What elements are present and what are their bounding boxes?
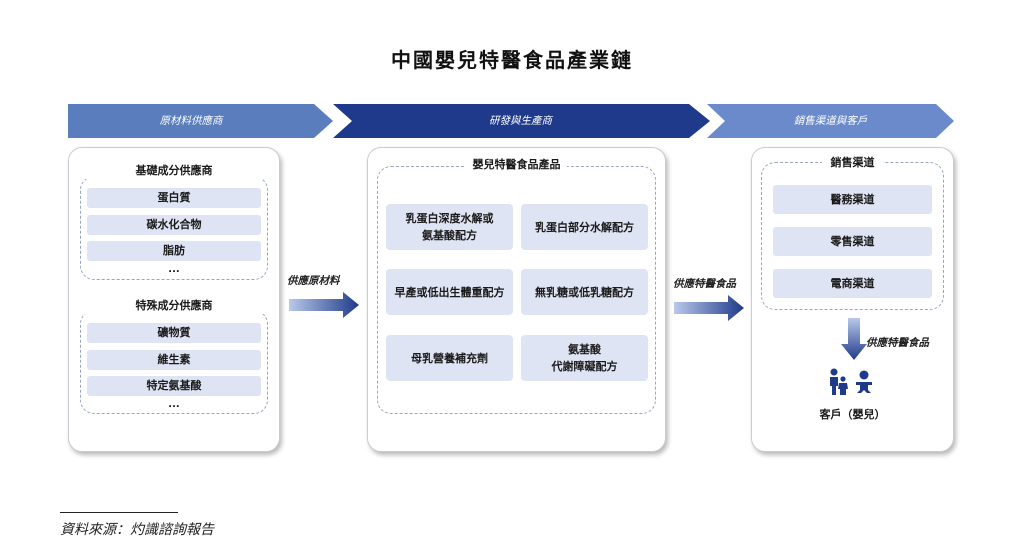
product-item: 乳蛋白部分水解配方 bbox=[521, 204, 648, 250]
group-title: 銷售渠道 bbox=[822, 155, 883, 171]
customer-label: 客戶（嬰兒） bbox=[819, 408, 886, 421]
supplier-item: 碳水化合物 bbox=[87, 215, 261, 235]
flow-label-raw: 供應原材料 bbox=[287, 275, 340, 287]
flow-label-customer: 供應特醫食品 bbox=[866, 337, 929, 349]
product-item: 無乳糖或低乳糖配方 bbox=[521, 269, 648, 315]
basic-supplier-group: 基礎成分供應商 蛋白質 碳水化合物 脂肪 ... bbox=[80, 163, 268, 280]
more-indicator: ... bbox=[168, 264, 180, 275]
stage-label: 原材料供應商 bbox=[159, 115, 223, 127]
supplier-panel: 基礎成分供應商 蛋白質 碳水化合物 脂肪 ... 特殊成分供應商 礦物質 維生素… bbox=[68, 147, 280, 452]
stage-banner-sales-customers: 銷售渠道與客戶 bbox=[707, 104, 954, 138]
product-item: 母乳營養補充劑 bbox=[386, 335, 513, 381]
supplier-item: 礦物質 bbox=[87, 323, 261, 343]
right-arrow-icon bbox=[289, 292, 359, 318]
supplier-item: 維生素 bbox=[87, 350, 261, 370]
channel-item: 零售渠道 bbox=[773, 227, 932, 256]
stage-label: 研發與生產商 bbox=[489, 115, 552, 127]
source-note: 資料來源：灼識諮詢報告 bbox=[60, 522, 214, 538]
stage-banner-raw-materials: 原材料供應商 bbox=[68, 104, 333, 138]
supplier-item: 特定氨基酸 bbox=[87, 376, 261, 396]
group-title: 特殊成分供應商 bbox=[81, 298, 267, 314]
channel-group: 銷售渠道 醫務渠道 零售渠道 電商渠道 bbox=[761, 155, 944, 310]
supplier-item: 蛋白質 bbox=[87, 188, 261, 208]
down-arrow-icon bbox=[841, 318, 867, 360]
product-item: 早產或低出生體重配方 bbox=[386, 269, 513, 315]
source-divider bbox=[60, 512, 178, 513]
right-arrow-icon bbox=[674, 295, 744, 321]
chevron-arrow-shape bbox=[68, 104, 333, 138]
product-panel: 嬰兒特醫食品產品 乳蛋白深度水解或 氨基酸配方 乳蛋白部分水解配方 早產或低出生… bbox=[367, 147, 666, 452]
special-supplier-group: 特殊成分供應商 礦物質 維生素 特定氨基酸 ... bbox=[80, 298, 268, 414]
flow-label-food: 供應特醫食品 bbox=[673, 278, 736, 290]
channel-item: 醫務渠道 bbox=[773, 185, 932, 214]
baby-icon bbox=[856, 370, 872, 393]
channel-panel: 銷售渠道 醫務渠道 零售渠道 電商渠道 供應特醫食品 客戶（嬰兒） bbox=[751, 147, 954, 452]
product-group: 嬰兒特醫食品產品 乳蛋白深度水解或 氨基酸配方 乳蛋白部分水解配方 早產或低出生… bbox=[377, 157, 656, 414]
supplier-item: 脂肪 bbox=[87, 241, 261, 261]
stage-label: 銷售渠道與客戶 bbox=[793, 115, 868, 127]
parent-child-icon bbox=[830, 368, 848, 395]
group-title: 嬰兒特醫食品產品 bbox=[466, 157, 567, 173]
more-indicator: ... bbox=[168, 399, 180, 410]
chevron-arrow-shape bbox=[707, 104, 954, 138]
product-item: 氨基酸 代謝障礙配方 bbox=[521, 335, 648, 381]
diagram-title: 中國嬰兒特醫食品產業鏈 bbox=[391, 48, 633, 72]
group-title: 基礎成分供應商 bbox=[81, 163, 267, 179]
stage-banner-rnd-production: 研發與生產商 bbox=[333, 104, 710, 138]
channel-item: 電商渠道 bbox=[773, 269, 932, 298]
chevron-arrow-shape bbox=[333, 104, 710, 138]
product-item: 乳蛋白深度水解或 氨基酸配方 bbox=[386, 204, 513, 250]
